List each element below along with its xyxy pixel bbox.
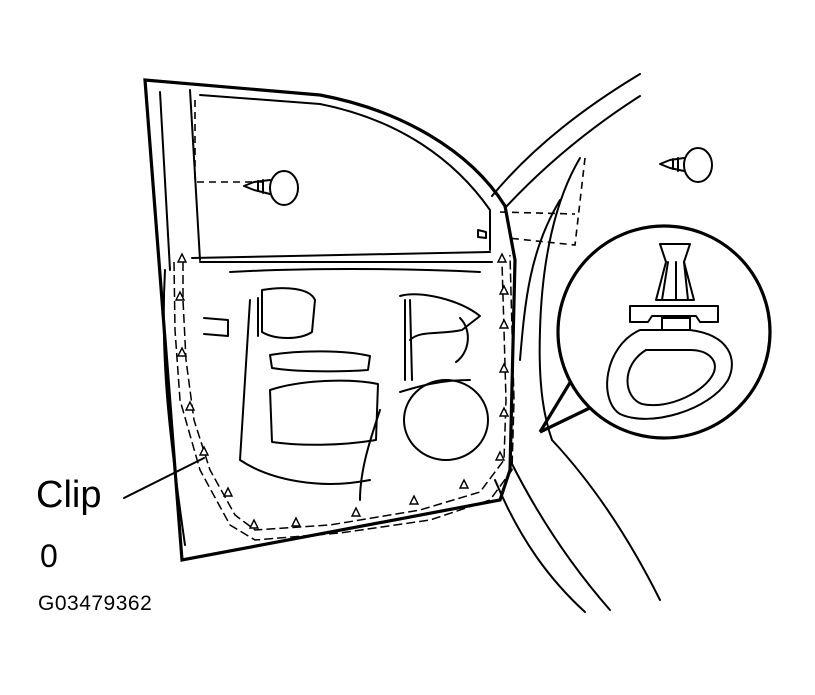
clip-seal-path: [173, 254, 515, 541]
clip-icon: [174, 290, 186, 301]
clip-icon: [222, 486, 234, 497]
clip-icon: [498, 406, 510, 417]
screw-icon-2: [659, 147, 713, 183]
clip-icon: [176, 252, 188, 263]
clip-icon: [498, 362, 510, 373]
inner-panel: [203, 287, 489, 501]
clip-icon: [494, 450, 506, 461]
clip-label: Clip: [36, 474, 102, 516]
clip-icon: [176, 346, 188, 357]
clip-icon: [198, 445, 210, 456]
figure-code-label: G03479362: [38, 592, 153, 615]
clip-icon: [498, 318, 510, 329]
vehicle-body-outline: [491, 73, 661, 613]
screw-icon: [243, 170, 299, 206]
clip-icon: [184, 400, 196, 411]
clip-detail-callout: [538, 224, 772, 440]
clip-markers: [174, 252, 510, 529]
clip-icon: [248, 518, 260, 529]
hidden-screw-outlines: [194, 100, 586, 246]
clip-icon: [408, 494, 420, 505]
clip-icon: [458, 478, 470, 489]
door-shell: [143, 78, 517, 562]
clip-closeup-icon: [606, 243, 733, 420]
clip-icon: [350, 506, 362, 517]
clip-icon: [290, 516, 302, 527]
clip-leader-line: [123, 457, 205, 499]
clip-icon: [498, 284, 510, 295]
clip-icon: [496, 252, 508, 263]
figure-number-label: 0: [40, 538, 58, 574]
